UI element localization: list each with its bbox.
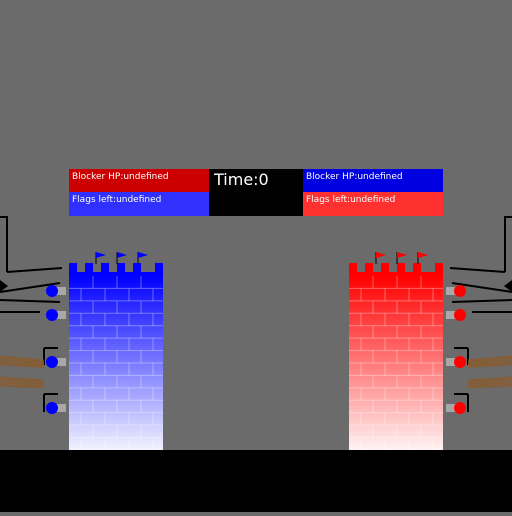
tower-parapet (69, 272, 163, 278)
rail (0, 299, 61, 303)
ground (0, 450, 512, 512)
launcher-rope (467, 364, 512, 368)
tower-merlon (155, 263, 163, 276)
flag-icon (96, 252, 106, 258)
flag-icon (397, 252, 407, 258)
launcher-rope (0, 358, 45, 363)
launcher-rope (0, 364, 45, 368)
tower-merlon (101, 263, 109, 276)
launcher-rope (467, 358, 512, 363)
flag-icon (376, 252, 386, 258)
tower-body (349, 276, 443, 450)
launcher-rope (467, 361, 512, 366)
launcher-socket (52, 358, 66, 366)
launcher-rope (467, 385, 512, 389)
launcher-rope (0, 382, 45, 386)
blue-flags-left: Flags left:undefined (69, 192, 209, 216)
launcher-rope (467, 378, 512, 382)
launcher-rope (467, 382, 512, 386)
launcher-rope (0, 363, 45, 367)
circle-icon (454, 402, 466, 414)
launcher-rope (0, 385, 45, 389)
launcher-rope (467, 376, 512, 381)
red-launcher (446, 216, 512, 414)
launcher-rope (467, 384, 512, 387)
circle-icon (46, 402, 58, 414)
launcher-rope (467, 379, 512, 384)
tower-merlon (435, 263, 443, 276)
launcher-rope (0, 376, 45, 381)
launcher-rope (467, 355, 512, 361)
circle-icon (454, 356, 466, 368)
launcher-rope (0, 357, 45, 362)
launcher-hinge (0, 280, 8, 292)
blue-blocker-hp: Blocker HP:undefined (69, 169, 209, 192)
launcher-rope (0, 361, 45, 366)
launcher-rope (467, 381, 512, 385)
tower-merlon (69, 263, 77, 276)
launcher-rope (0, 360, 45, 365)
launcher-socket (446, 404, 460, 412)
rail (449, 267, 506, 273)
rail (451, 299, 512, 303)
red-tower (349, 252, 443, 450)
circle-icon (454, 285, 466, 297)
red-flags-left: Flags left:undefined (303, 192, 443, 216)
tower-merlon (381, 263, 389, 276)
circle-icon (46, 285, 58, 297)
blue-tower (69, 252, 163, 450)
launcher-rope (467, 363, 512, 367)
rail (0, 282, 61, 293)
launcher-socket (446, 287, 460, 295)
red-blocker-hp: Blocker HP:undefined (303, 169, 443, 192)
launcher-rope (0, 378, 45, 382)
tower-merlon (133, 263, 141, 276)
launcher-rope (0, 384, 45, 387)
launcher-rope (467, 360, 512, 365)
launcher-socket (446, 311, 460, 319)
circle-icon (46, 356, 58, 368)
tower-merlon (397, 263, 405, 276)
tower-merlon (349, 263, 357, 276)
rail (451, 282, 512, 293)
launcher-socket (52, 287, 66, 295)
launcher-hinge (504, 280, 512, 292)
circle-icon (454, 309, 466, 321)
launcher-socket (52, 404, 66, 412)
blue-launcher (0, 216, 66, 414)
flag-icon (138, 252, 148, 258)
flag-icon (418, 252, 428, 258)
rail (6, 267, 63, 273)
tower-merlon (117, 263, 125, 276)
launcher-rope (467, 357, 512, 362)
circle-icon (46, 309, 58, 321)
timer-display: Time:0 (209, 169, 303, 216)
tower-body (69, 276, 163, 450)
launcher-rope (0, 355, 45, 361)
launcher-socket (52, 311, 66, 319)
launcher-rope (0, 381, 45, 385)
tower-parapet (349, 272, 443, 278)
tower-merlon (85, 263, 93, 276)
launcher-socket (446, 358, 460, 366)
tower-merlon (413, 263, 421, 276)
launcher-rope (0, 379, 45, 384)
tower-merlon (365, 263, 373, 276)
flag-icon (117, 252, 127, 258)
